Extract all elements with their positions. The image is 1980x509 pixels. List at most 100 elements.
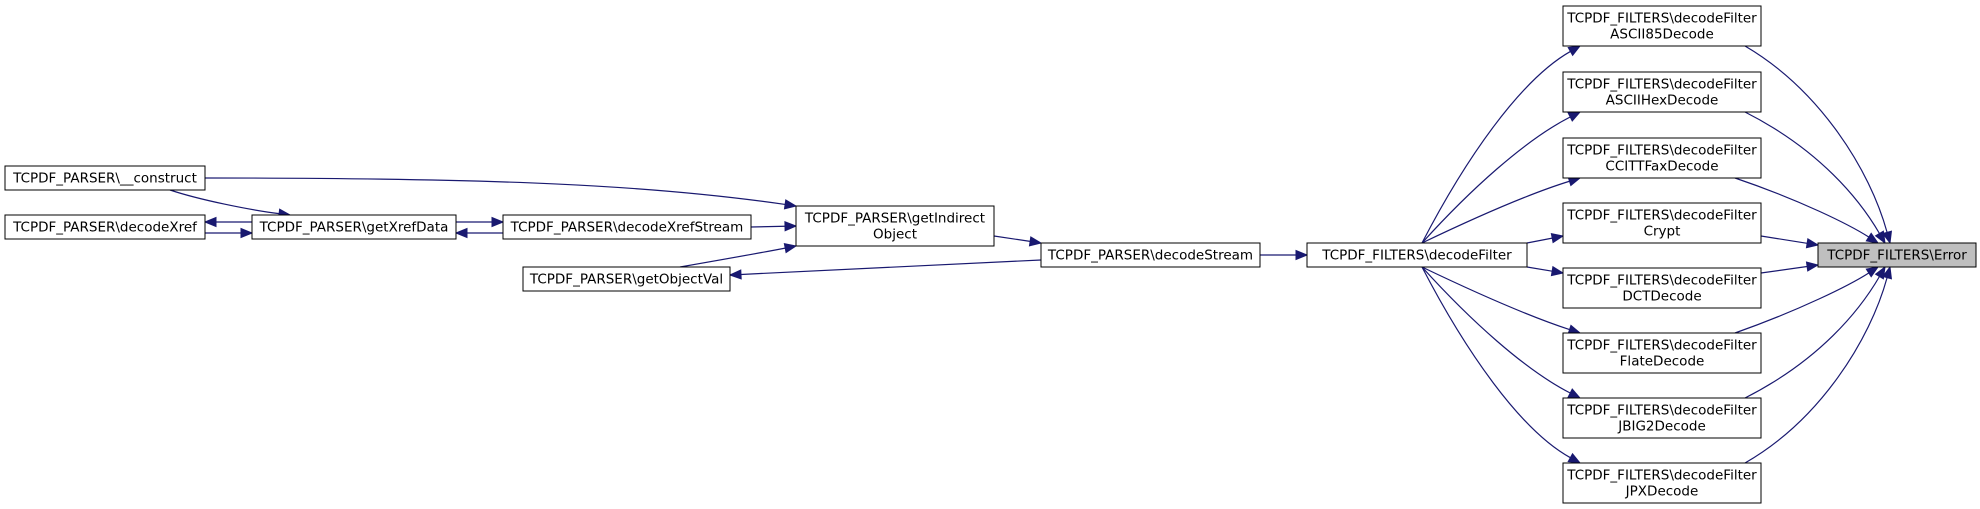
node-box	[1562, 5, 1762, 47]
node-box	[4, 214, 206, 240]
node-label: ASCII85Decode	[1610, 27, 1714, 43]
edge-arrowhead	[1567, 452, 1582, 464]
edge-line	[1421, 266, 1571, 459]
node-label: TCPDF_FILTERS\decodeFilter	[1566, 143, 1757, 159]
edge-line	[1734, 272, 1870, 334]
edge-decodeFilter-to-flate	[1421, 266, 1582, 335]
node-label: TCPDF_PARSER\decodeStream	[1047, 248, 1253, 264]
graph-nodes: TCPDF_PARSER\__constructTCPDF_PARSER\dec…	[4, 5, 1977, 504]
edge-line	[679, 247, 786, 268]
node-box	[1562, 71, 1762, 113]
edge-decodeStream-to-decodeFilter	[1260, 249, 1309, 261]
edge-dct-to-error	[1760, 261, 1820, 274]
node-construct[interactable]: TCPDF_PARSER\__construct	[4, 165, 206, 191]
edge-arrowhead	[1874, 230, 1886, 245]
node-label: TCPDF_FILTERS\decodeFilter	[1566, 468, 1757, 484]
graph-edges	[169, 45, 1893, 464]
edge-decodeFilter-to-jbig2	[1421, 266, 1582, 399]
edge-line	[740, 259, 1042, 276]
edge-decodeFilter-to-crypt	[1526, 233, 1565, 244]
node-label: TCPDF_PARSER\decodeXref	[12, 220, 198, 236]
edge-flate-to-error	[1734, 266, 1880, 334]
edge-jpx-to-error	[1744, 265, 1893, 464]
edge-line	[1744, 111, 1880, 234]
edge-construct-to-getXrefData	[169, 189, 292, 219]
edge-line	[1421, 180, 1570, 244]
edge-decodeFilter-to-jpx	[1421, 266, 1582, 464]
edge-arrowhead	[203, 216, 217, 228]
node-label: TCPDF_FILTERS\decodeFilter	[1321, 248, 1512, 264]
edge-decodeXref-to-getXrefData	[205, 227, 254, 239]
node-label: Crypt	[1644, 224, 1681, 240]
edge-line	[1744, 277, 1888, 464]
node-getObjectVal[interactable]: TCPDF_PARSER\getObjectVal	[522, 266, 731, 292]
node-error[interactable]: TCPDF_FILTERS\Error	[1817, 242, 1977, 268]
edge-arrowhead	[240, 227, 254, 239]
edge-decodeXrefStream-to-getIndirectObject	[750, 221, 798, 232]
edge-line	[1526, 237, 1553, 244]
edge-ascii85-to-error	[1744, 45, 1893, 245]
node-decodeStream[interactable]: TCPDF_PARSER\decodeStream	[1040, 242, 1261, 268]
edge-line	[1421, 50, 1571, 244]
node-box	[4, 165, 206, 191]
node-label: Object	[873, 227, 917, 243]
edge-construct-to-getIndirectObject	[204, 177, 798, 210]
node-label: JBIG2Decode	[1617, 419, 1706, 435]
edge-decodeStream-to-getObjectVal	[728, 259, 1042, 280]
edge-arrowhead	[784, 221, 798, 232]
node-box	[1817, 242, 1977, 268]
edge-line	[993, 235, 1031, 242]
node-label: ASCIIHexDecode	[1606, 93, 1719, 109]
node-getXrefData[interactable]: TCPDF_PARSER\getXrefData	[251, 214, 457, 240]
node-label: TCPDF_FILTERS\decodeFilter	[1566, 11, 1757, 27]
edge-arrowhead	[783, 199, 798, 210]
node-label: TCPDF_FILTERS\decodeFilter	[1566, 208, 1757, 224]
edge-arrowhead	[728, 269, 742, 280]
node-label: TCPDF_PARSER\decodeXrefStream	[510, 220, 744, 236]
node-label: CCITTFaxDecode	[1605, 159, 1718, 175]
edge-line	[1421, 266, 1570, 331]
edge-arrowhead	[1295, 249, 1309, 261]
node-label: DCTDecode	[1622, 289, 1701, 305]
edge-arrowhead	[1881, 265, 1893, 280]
edge-arrowhead	[1881, 230, 1893, 245]
edge-jbig2-to-error	[1744, 265, 1886, 399]
node-decodeXrefStream[interactable]: TCPDF_PARSER\decodeXrefStream	[502, 214, 752, 240]
edge-arrowhead	[1567, 388, 1582, 399]
edge-crypt-to-error	[1760, 235, 1820, 249]
edge-getXrefData-to-decodeXrefStream	[456, 216, 505, 228]
edge-line	[1421, 116, 1571, 244]
edge-arrowhead	[1805, 238, 1820, 249]
edge-line	[1526, 266, 1553, 272]
edge-arrowhead	[1550, 233, 1565, 244]
node-box	[1562, 267, 1762, 309]
node-label: TCPDF_FILTERS\Error	[1826, 248, 1967, 264]
node-box	[1562, 397, 1762, 439]
edge-arrowhead	[1550, 265, 1565, 277]
node-box	[1562, 137, 1762, 179]
edge-arrowhead	[1567, 111, 1582, 122]
node-label: FlateDecode	[1620, 354, 1705, 370]
edge-getXrefData-to-decodeXref	[203, 216, 252, 228]
node-label: TCPDF_PARSER\getObjectVal	[529, 272, 723, 288]
node-label: TCPDF_PARSER\getIndirect	[804, 211, 985, 227]
node-decodeFilter[interactable]: TCPDF_FILTERS\decodeFilter	[1306, 242, 1528, 268]
edge-decodeFilter-to-ascii85	[1421, 45, 1582, 244]
edge-arrowhead	[1805, 261, 1820, 272]
node-decodeXref[interactable]: TCPDF_PARSER\decodeXref	[4, 214, 206, 240]
node-box	[1306, 242, 1528, 268]
edge-decodeFilter-to-dct	[1526, 265, 1565, 277]
edge-line	[1744, 45, 1888, 233]
edge-line	[750, 225, 786, 228]
edge-decodeFilter-to-asciihex	[1421, 111, 1582, 244]
